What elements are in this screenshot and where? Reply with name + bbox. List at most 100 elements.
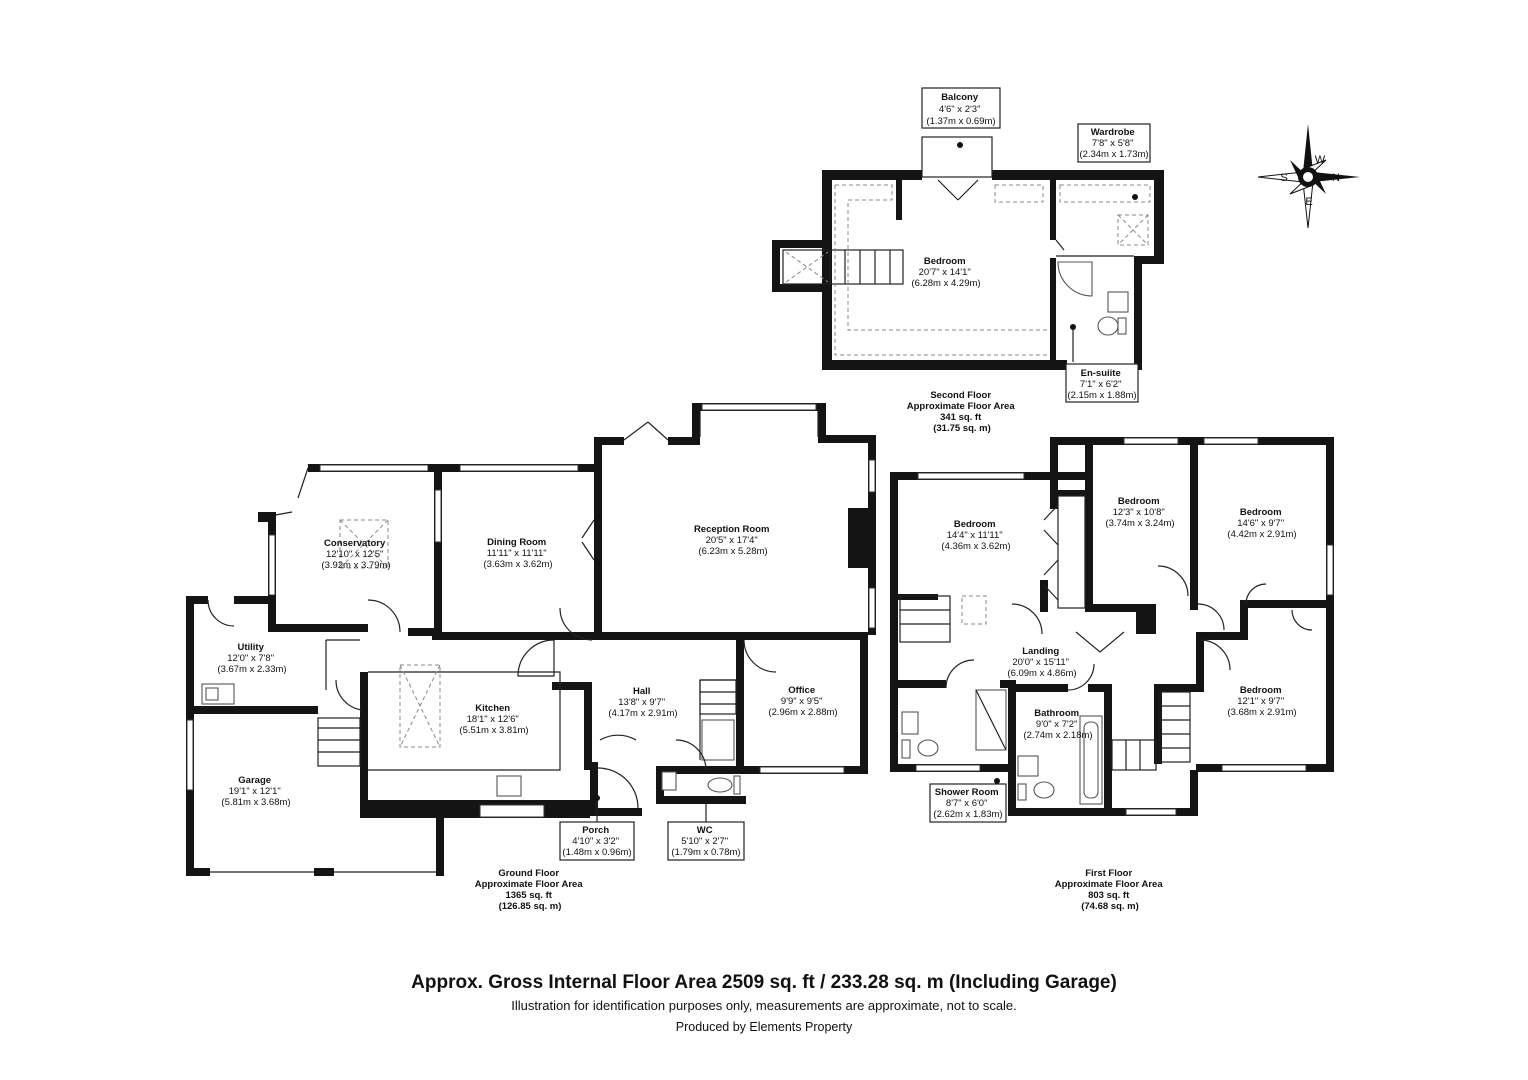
room-name: Bedroom [954, 519, 996, 530]
bathroom-label: Bathroom 9'0" x 7'2" (2.74m x 2.18m) [1023, 708, 1092, 741]
room-imperial: 14'4" x 11'11" [947, 530, 1003, 541]
room-imperial: 20'7" x 14'1" [919, 267, 971, 278]
room-metric: (5.51m x 3.81m) [459, 725, 528, 736]
room-metric: (6.28m x 4.29m) [911, 278, 980, 289]
first-floor-plan [890, 437, 1334, 816]
first-floor-area: First Floor Approximate Floor Area 803 s… [1055, 868, 1166, 912]
room-imperial: 12'1" x 9'7" [1237, 696, 1284, 707]
room-metric: (1.37m x 0.69m) [926, 116, 995, 127]
room-name: Wardrobe [1091, 127, 1135, 138]
room-name: Shower Room [935, 787, 999, 798]
floor-sqft: 803 sq. ft [1088, 890, 1130, 901]
bedroom-3-label: Bedroom 14'6" x 9'7" (4.42m x 2.91m) [1227, 507, 1296, 540]
kitchen-label: Kitchen 18'1" x 12'6" (5.51m x 3.81m) [459, 703, 528, 736]
bedroom-second-floor-label: Bedroom 20'7" x 14'1" (6.28m x 4.29m) [911, 256, 980, 289]
floor-sqm: (126.85 sq. m) [499, 901, 562, 912]
room-name: Bedroom [1118, 496, 1160, 507]
room-name: Porch [582, 825, 609, 836]
room-metric: (4.17m x 2.91m) [608, 708, 677, 719]
garage-label: Garage 19'1" x 12'1" (5.81m x 3.68m) [221, 775, 290, 808]
room-metric: (3.67m x 2.33m) [217, 664, 286, 675]
shower-room-label-box [929, 783, 1007, 823]
balcony-label-box [921, 87, 1001, 129]
room-metric: (6.09m x 4.86m) [1007, 668, 1076, 679]
room-name: Reception Room [694, 524, 769, 535]
dining-room-label: Dining Room 11'11" x 11'11" (3.63m x 3.6… [483, 537, 552, 570]
room-name: Bathroom [1034, 708, 1079, 719]
room-name: Bedroom [1240, 685, 1282, 696]
room-imperial: 11'11" x 11'11" [487, 548, 547, 559]
room-imperial: 12'3" x 10'8" [1113, 507, 1165, 518]
bedroom-4-label: Bedroom 12'1" x 9'7" (3.68m x 2.91m) [1227, 685, 1296, 718]
room-name: Balcony [941, 92, 979, 103]
room-name: Bedroom [924, 256, 966, 267]
floor-sqft: 1365 sq. ft [505, 890, 552, 901]
floor-caption: Approximate Floor Area [475, 879, 584, 890]
room-name: Dining Room [487, 537, 546, 548]
room-imperial: 7'8" x 5'8" [1092, 138, 1134, 149]
hall-label: Hall 13'8" x 9'7" (4.17m x 2.91m) [608, 686, 677, 719]
floor-sqm: (74.68 sq. m) [1081, 901, 1139, 912]
room-name: Hall [633, 686, 650, 697]
room-imperial: 9'9" x 9'5" [781, 696, 823, 707]
ensuite-label-box [1065, 363, 1139, 403]
room-imperial: 19'1" x 12'1" [229, 786, 281, 797]
room-name: WC [697, 825, 713, 836]
second-floor-area: Second Floor Approximate Floor Area 341 … [907, 390, 1018, 434]
office-label: Office 9'9" x 9'5" (2.96m x 2.88m) [768, 685, 837, 718]
wc-label-box [667, 821, 745, 861]
second-floor-plan [772, 136, 1164, 370]
floor-caption: Approximate Floor Area [1055, 879, 1164, 890]
compass-w: W [1315, 154, 1326, 166]
compass-s: S [1280, 172, 1287, 184]
room-imperial: 4'10" x 3'2" [572, 836, 619, 847]
room-metric: (5.81m x 3.68m) [221, 797, 290, 808]
room-imperial: 5'10" x 2'7" [681, 836, 728, 847]
total-floor-area: Approx. Gross Internal Floor Area 2509 s… [411, 972, 1117, 993]
room-metric: (3.74m x 3.24m) [1105, 518, 1174, 529]
room-metric: (4.36m x 3.62m) [941, 541, 1010, 552]
utility-label: Utility 12'0" x 7'8" (3.67m x 2.33m) [217, 642, 286, 675]
floor-sqft: 341 sq. ft [940, 412, 982, 423]
bedroom-2-label: Bedroom 12'3" x 10'8" (3.74m x 3.24m) [1105, 496, 1174, 529]
room-metric: (2.74m x 2.18m) [1023, 730, 1092, 741]
producer-credit: Produced by Elements Property [675, 1020, 853, 1034]
room-name: Conservatory [324, 538, 386, 549]
room-metric: (3.68m x 2.91m) [1227, 707, 1296, 718]
floor-sqm: (31.75 sq. m) [933, 423, 991, 434]
porch-label: Porch 4'10" x 3'2" (1.48m x 0.96m) [562, 825, 631, 858]
floor-name: Second Floor [930, 390, 991, 401]
room-name: Utility [237, 642, 264, 653]
floor-name: First Floor [1085, 868, 1132, 879]
room-name: Kitchen [475, 703, 510, 714]
ensuite-label: En-suiite 7'1" x 6'2" (2.15m x 1.88m) [1067, 368, 1136, 401]
bedroom-1-label: Bedroom 14'4" x 11'11" (4.36m x 3.62m) [941, 519, 1010, 552]
wc-label: WC 5'10" x 2'7" (1.79m x 0.78m) [671, 825, 740, 858]
room-imperial: 13'8" x 9'7" [618, 697, 665, 708]
room-metric: (2.34m x 1.73m) [1079, 149, 1148, 160]
room-name: Bedroom [1240, 507, 1282, 518]
compass-rose: W N S E [1257, 124, 1360, 229]
compass-n: N [1332, 172, 1340, 184]
ground-floor-plan [186, 403, 876, 876]
balcony-label: Balcony 4'6" x 2'3" (1.37m x 0.69m) [926, 92, 995, 127]
floor-caption: Approximate Floor Area [907, 401, 1016, 412]
room-imperial: 7'1" x 6'2" [1080, 379, 1122, 390]
landing-label: Landing 20'0" x 15'11" (6.09m x 4.86m) [1007, 646, 1076, 679]
wardrobe-label-box [1077, 123, 1151, 163]
room-metric: (3.92m x 3.79m) [321, 560, 390, 571]
room-name: Garage [238, 775, 271, 786]
room-name: En-suiite [1081, 368, 1121, 379]
room-imperial: 20'5" x 17'4" [706, 535, 758, 546]
room-metric: (1.48m x 0.96m) [562, 847, 631, 858]
room-imperial: 14'6" x 9'7" [1237, 518, 1284, 529]
room-metric: (4.42m x 2.91m) [1227, 529, 1296, 540]
room-name: Office [788, 685, 815, 696]
room-imperial: 20'0" x 15'11" [1012, 657, 1069, 668]
room-imperial: 4'6" x 2'3" [939, 104, 981, 115]
floor-name: Ground Floor [498, 868, 559, 879]
room-metric: (3.63m x 3.62m) [483, 559, 552, 570]
room-imperial: 9'0" x 7'2" [1036, 719, 1078, 730]
reception-room-label: Reception Room 20'5" x 17'4" (6.23m x 5.… [694, 524, 772, 557]
